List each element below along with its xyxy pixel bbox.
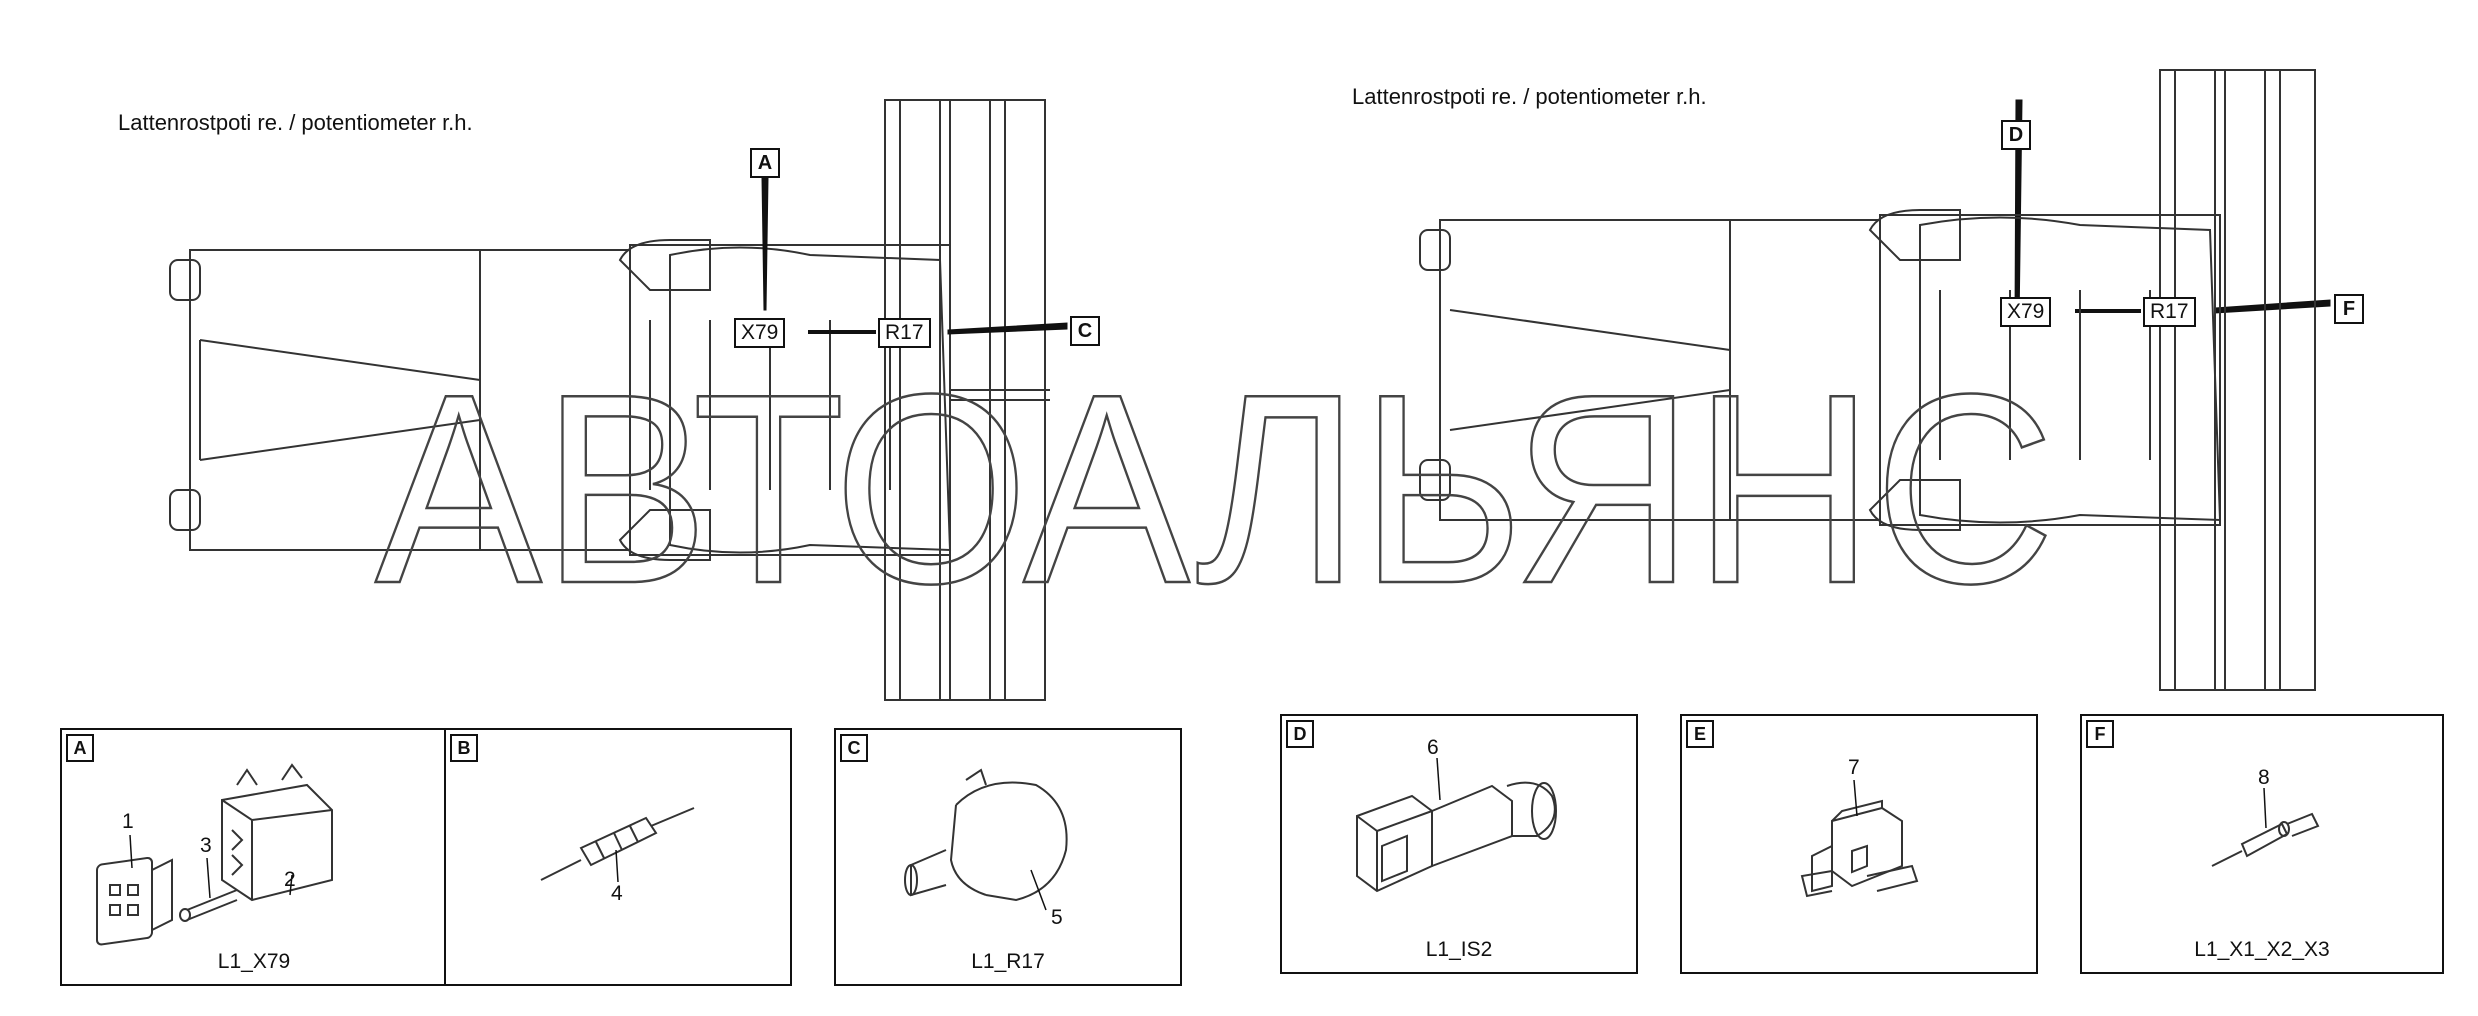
right-view-caption: Lattenrostpoti re. / potentiometer r.h. <box>1352 84 1707 109</box>
terminal-housing-drawing <box>1800 779 1919 898</box>
item-number: 7 <box>1848 756 1860 779</box>
left-callout-r17: R17 <box>878 318 931 348</box>
resistor-drawing <box>540 807 695 883</box>
item-number: 2 <box>284 868 296 891</box>
watermark-text: АВТОАЛЬЯНС <box>375 372 2055 612</box>
watermark: АВТОАЛЬЯНС <box>374 372 2057 612</box>
panel-tag: E <box>1686 720 1714 748</box>
part-name: L1_X1_X2_X3 <box>2194 938 2330 961</box>
item-number: 4 <box>611 882 623 905</box>
panel-tag: D <box>1286 720 1314 748</box>
potentiometer-drawing <box>904 768 1068 911</box>
right-ref-D: D <box>2001 120 2031 150</box>
detail-panel-B: B 4 <box>444 728 792 986</box>
item-number: 8 <box>2258 766 2270 789</box>
item-number: 5 <box>1051 906 1063 929</box>
left-machine-drawing <box>169 99 1050 701</box>
panel-tag: A <box>66 734 94 762</box>
item-number: 1 <box>122 810 134 833</box>
right-callout-x79: X79 <box>2000 297 2052 327</box>
panel-tag: B <box>450 734 478 762</box>
left-ref-A: A <box>750 148 780 178</box>
detail-panel-F: F 8 L1_X1_X2_X3 <box>2080 714 2444 974</box>
part-name: L1_IS2 <box>1425 938 1493 961</box>
panel-tag: F <box>2086 720 2114 748</box>
detail-panel-A: A 1 3 2 L1_X79 <box>60 728 448 986</box>
left-callout-x79: X79 <box>734 318 786 348</box>
part-name: L1_X79 <box>217 950 291 973</box>
right-ref-F: F <box>2334 294 2364 324</box>
left-ref-C: C <box>1070 316 1100 346</box>
left-view-caption: Lattenrostpoti re. / potentiometer r.h. <box>118 110 473 135</box>
panel-tag: C <box>840 734 868 762</box>
connector-x79-drawing <box>96 763 333 946</box>
detail-panel-E: E 7 <box>1680 714 2038 974</box>
item-number: 6 <box>1427 736 1439 759</box>
connector-is2-drawing <box>1356 757 1557 893</box>
detail-panel-D: D 6 L1_IS2 <box>1280 714 1638 974</box>
right-machine-drawing <box>1419 69 2316 691</box>
right-callout-r17: R17 <box>2143 297 2196 327</box>
detail-panel-C: C 5 L1_R17 <box>834 728 1182 986</box>
part-name: L1_R17 <box>971 950 1045 973</box>
item-number: 3 <box>200 834 212 857</box>
terminal-pin-drawing <box>2211 787 2320 867</box>
